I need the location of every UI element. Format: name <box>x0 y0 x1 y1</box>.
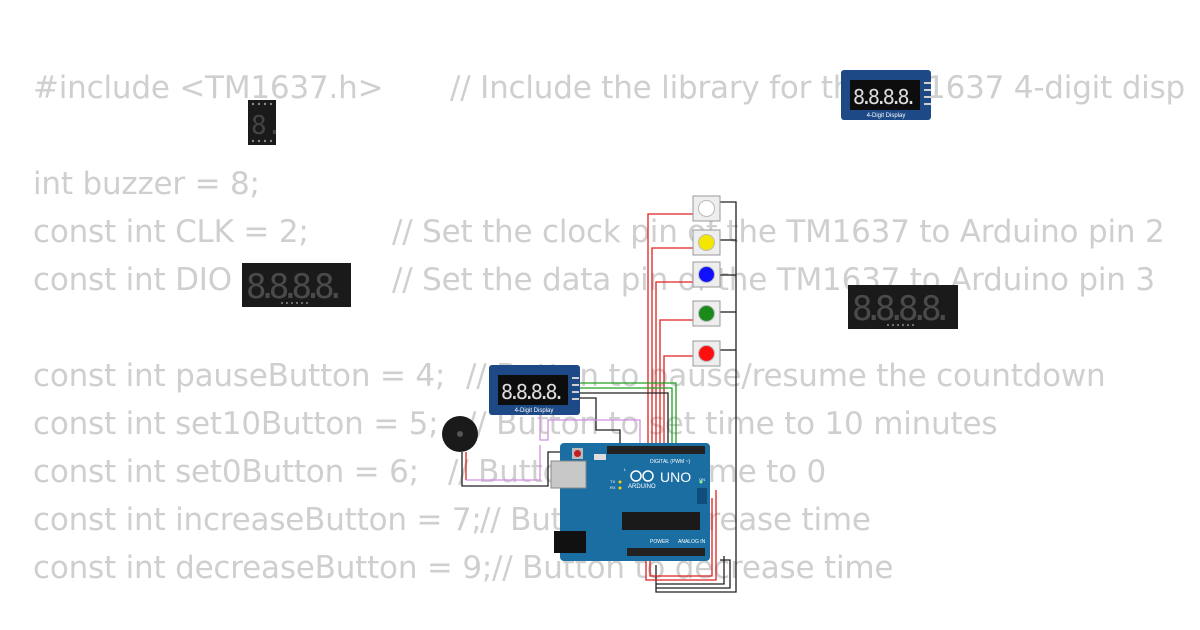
code-line-set10: const int set10Button = 5; <box>33 406 439 442</box>
arduino-l-label: L <box>624 467 627 472</box>
arduino-power-label: POWER <box>650 539 669 545</box>
segment-text-right: 8.8.8.8. <box>852 289 953 329</box>
arduino-uno-board[interactable]: DIGITAL (PWM ~) UNO ARDUINO POWER ANALOG… <box>550 443 710 561</box>
push-button-green[interactable] <box>692 300 721 327</box>
arduino-on-label: ON <box>699 477 705 482</box>
tm1637-top-label: 4-Digit Display <box>867 113 906 119</box>
code-line-buzzer: int buzzer = 8; <box>33 166 260 202</box>
tm1637-mid-digits: 8.8.8.8. <box>501 380 565 404</box>
buzzer[interactable] <box>442 416 478 480</box>
arduino-analog-label: ANALOG IN <box>678 539 706 545</box>
seven-segment-display-left[interactable]: 8.8.8.8. <box>242 263 351 307</box>
arduino-tx-label: TX <box>610 479 615 484</box>
code-line-increase: const int increaseButton = 7; <box>33 502 482 538</box>
tm1637-module-middle[interactable]: 8.8.8.8. 4-Digit Display <box>489 365 580 415</box>
push-button-white[interactable] <box>692 195 721 222</box>
segment-text-left: 8.8.8.8. <box>246 267 346 307</box>
code-line-decrease: const int decreaseButton = 9; <box>33 550 493 586</box>
single-digit-text: 8. <box>251 111 282 141</box>
arduino-sub: ARDUINO <box>628 484 656 490</box>
arduino-rx-label: RX <box>610 485 616 490</box>
tm1637-top-digits: 8.8.8.8. <box>853 85 917 109</box>
code-line-pause: const int pauseButton = 4; <box>33 358 446 394</box>
wires <box>461 201 737 593</box>
push-button-blue[interactable] <box>692 261 721 288</box>
code-line-include: #include <TM1637.h> <box>33 70 384 106</box>
arduino-digital-label: DIGITAL (PWM ~) <box>650 459 690 465</box>
push-button-yellow[interactable] <box>692 229 721 256</box>
code-comment-pause: // Button to pause/resume the countdown <box>466 358 1106 394</box>
arduino-logo-icon <box>630 470 654 482</box>
tm1637-mid-label: 4-Digit Display <box>515 408 554 414</box>
seven-segment-display-right[interactable]: 8.8.8.8. <box>848 285 958 329</box>
single-digit-display[interactable]: 8. <box>248 100 282 145</box>
arduino-brand: UNO <box>660 469 691 485</box>
push-button-red[interactable] <box>692 340 721 367</box>
tm1637-module-top[interactable]: 8.8.8.8. 4-Digit Display <box>841 70 931 120</box>
code-line-set0: const int set0Button = 6; <box>33 454 419 490</box>
code-line-clk: const int CLK = 2; <box>33 214 309 250</box>
